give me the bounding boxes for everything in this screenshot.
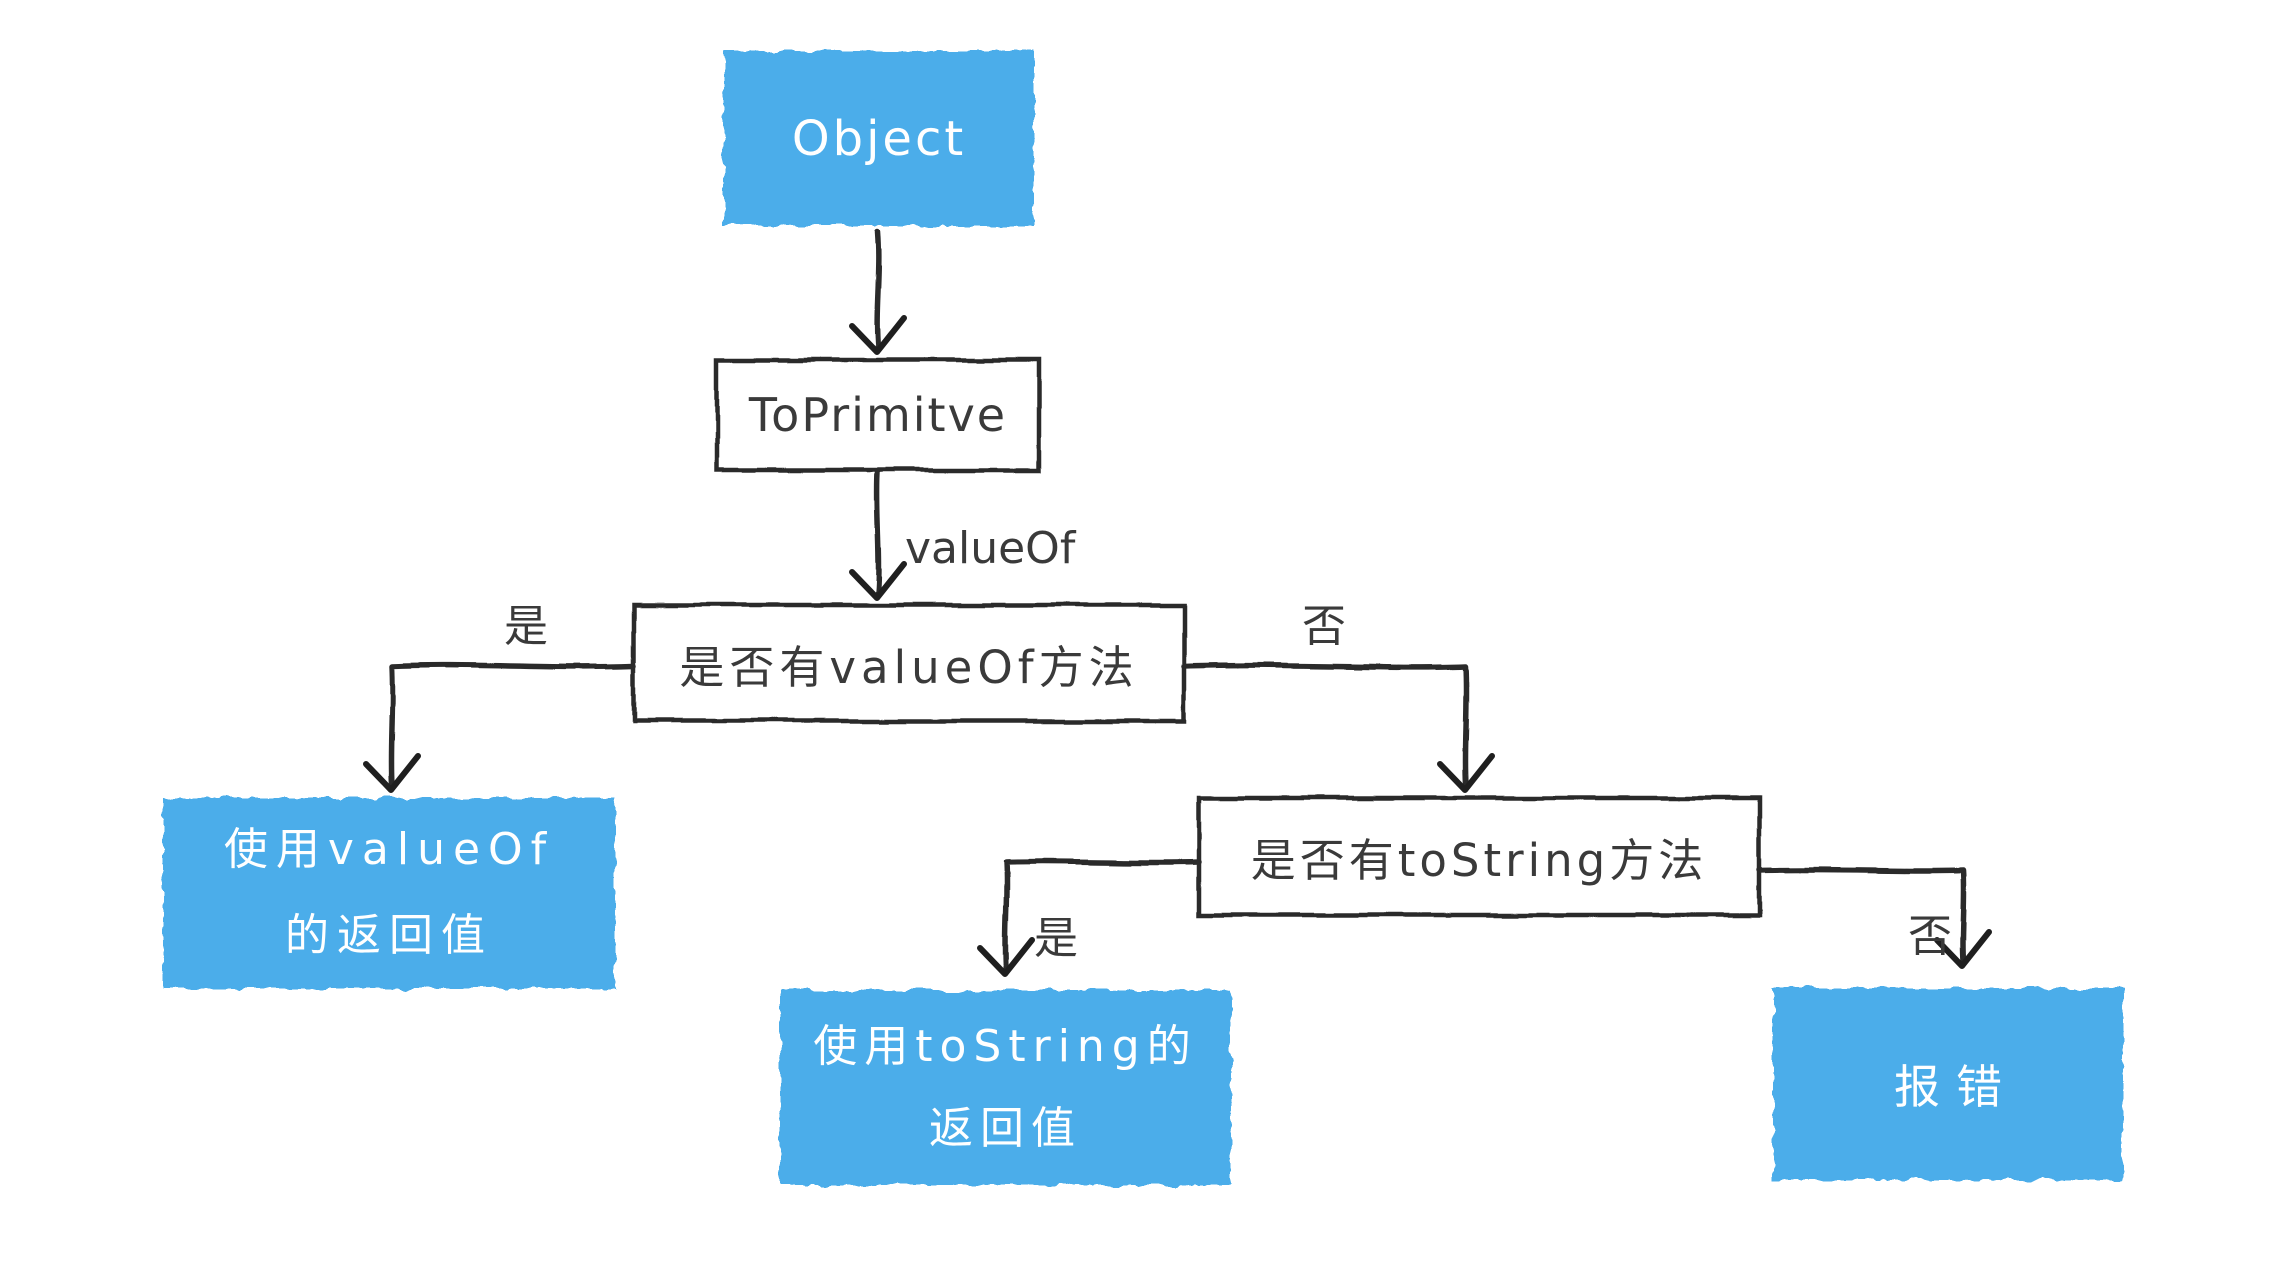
arrowhead-to-usevalueof xyxy=(363,753,421,793)
use-tostring-line1: 使用toString的 xyxy=(813,1021,1198,1073)
error-node-shape xyxy=(1773,988,2123,1180)
has-valueof-node-label: 是否有valueOf方法 xyxy=(679,640,1139,694)
edge-valueof-yes-label: 是 xyxy=(504,601,548,652)
use-valueof-line2: 的返回值 xyxy=(285,910,493,961)
edge-hasvalueof-yes xyxy=(388,662,637,787)
arrowhead-to-hasvalueof xyxy=(849,561,907,601)
edge-toprimitive-to-hasvalueof xyxy=(874,469,882,595)
error-node-label: 报错 xyxy=(1894,1060,2018,1114)
use-valueof-node-label: 使用valueOf 的返回值 xyxy=(163,798,615,988)
arrowhead-to-error xyxy=(1934,929,1992,969)
arrowhead-to-usetostring xyxy=(977,937,1035,977)
object-node-label: Object xyxy=(791,110,967,167)
has-tostring-node-shape xyxy=(1196,795,1762,918)
use-tostring-node-label: 使用toString的 返回值 xyxy=(780,990,1231,1185)
arrowhead-to-toprimitive xyxy=(849,315,907,355)
object-node-shape xyxy=(724,51,1034,226)
edge-hastostring-yes xyxy=(1002,858,1202,971)
use-valueof-line1: 使用valueOf xyxy=(223,824,555,876)
to-primitive-node-shape xyxy=(714,357,1042,473)
edge-tostring-yes-label: 是 xyxy=(1034,913,1078,964)
use-valueof-node-shape xyxy=(163,798,615,988)
edge-tostring-no-label: 否 xyxy=(1908,911,1952,962)
has-tostring-node-label: 是否有toString方法 xyxy=(1250,834,1708,887)
arrowhead-to-hastostring xyxy=(1437,753,1495,793)
to-primitive-node-label: ToPrimitve xyxy=(748,388,1008,442)
edge-valueof-method-label: valueOf xyxy=(905,522,1076,574)
edge-hastostring-no xyxy=(1756,866,1967,965)
has-valueof-node-shape xyxy=(631,602,1187,724)
edge-hasvalueof-no xyxy=(1181,662,1470,787)
use-tostring-node-shape xyxy=(780,990,1231,1185)
edge-valueof-no-label: 否 xyxy=(1302,601,1346,652)
edge-object-to-toprimitive xyxy=(874,227,882,349)
use-tostring-line2: 返回值 xyxy=(929,1102,1082,1154)
